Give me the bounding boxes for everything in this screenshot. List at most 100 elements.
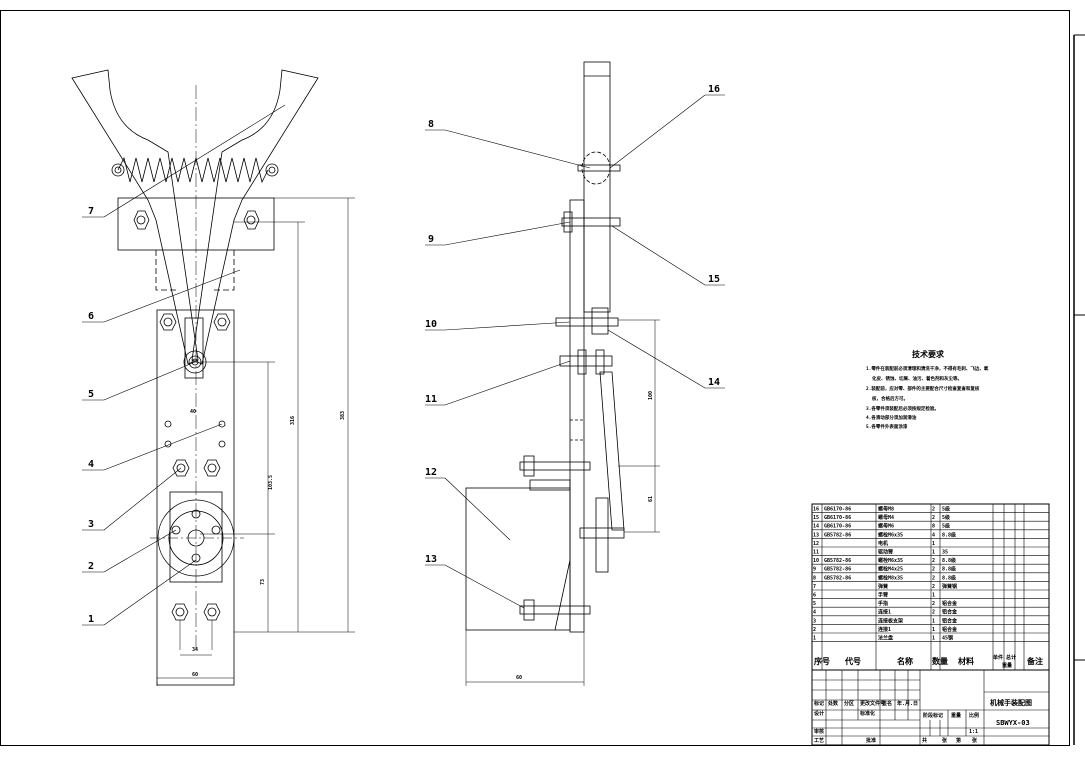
spring-7 (117, 156, 269, 184)
bom-cell: 手臂 (878, 592, 888, 599)
bom-header-material: 材料 (958, 656, 974, 666)
tb-scale: 1:1 (969, 729, 978, 735)
tb-sheets: 共 (922, 737, 927, 744)
bom-cell: GB6170-86 (824, 507, 851, 513)
balloon-10: 10 (425, 319, 437, 330)
bom-cell: GB6170-86 (824, 515, 851, 521)
balloon-8: 8 (428, 119, 434, 130)
title-block (811, 669, 1050, 746)
req-line-6: 4.各滑动部分须加润滑油 (866, 414, 917, 421)
bom-cell: 1 (932, 636, 935, 642)
tb-process: 工艺 (814, 737, 824, 744)
bom-cell: 1 (932, 593, 935, 599)
dim-316: 316 (290, 416, 296, 425)
dim-73: 73 (260, 579, 266, 585)
balloon-14: 14 (708, 377, 720, 388)
bom-cell: 铝合金 (942, 617, 958, 624)
side-balloons: 8 9 10 11 12 13 14 15 16 (425, 84, 720, 565)
front-dimensions: 40 103.5 316 383 73 34 60 (190, 409, 346, 678)
balloon-11: 11 (425, 394, 437, 405)
dim-34: 34 (192, 647, 198, 653)
bom-cell: 驱动臂 (878, 549, 893, 556)
side-arm (569, 199, 585, 633)
tb-sheet: 张 (942, 737, 948, 744)
req-line-1: 1.零件在装配前必须清理和清洗干净，不得有毛刺、飞边、氧 (866, 365, 989, 372)
balloon-13: 13 (425, 554, 437, 565)
req-line-5: 3.各零件须装配后必须按规定检验。 (866, 405, 939, 412)
tb-pages: 张 (972, 737, 978, 744)
bom-cell: 螺栓M4x25 (878, 566, 903, 573)
bom-cell: 2 (932, 558, 935, 564)
bom-cell: 2 (813, 627, 816, 633)
bom-header-code: 代号 (844, 656, 861, 666)
bom-cell: 4 (932, 532, 935, 538)
bom-cell: 2 (932, 567, 935, 573)
bom-cell: 螺母M4 (878, 514, 894, 521)
bom-cell: 45钢 (942, 635, 953, 642)
tb-of: 第 (956, 737, 961, 744)
dim-100: 100 (648, 391, 654, 400)
bom-cell: 螺母M8 (878, 506, 894, 513)
balloon-5: 5 (88, 389, 94, 400)
bom-cell: 3 (813, 618, 816, 624)
bom-cell: 2 (932, 584, 935, 590)
bom-cell: 1 (932, 627, 935, 633)
dim-383: 383 (340, 411, 346, 420)
bom-cell: GB5782-86 (824, 532, 851, 538)
tb-weight: 重量 (951, 712, 961, 719)
bom-cell: 法兰盘 (878, 635, 893, 642)
tb-zone: 分区 (844, 700, 854, 707)
bom-cell: 13 (813, 532, 819, 538)
dim-60-side: 60 (516, 675, 522, 681)
bom-cell: 5 (813, 601, 816, 607)
bom-cell: 2 (932, 601, 935, 607)
bom-header-remark: 备注 (1026, 656, 1043, 666)
bom-cell: GB6170-86 (824, 524, 851, 530)
bom-cell: 连接板支架 (878, 617, 903, 624)
dim-103-5: 103.5 (268, 475, 274, 490)
bom-cell: 8 (932, 524, 935, 530)
balloon-3: 3 (88, 519, 94, 530)
bom-cell: 35 (942, 550, 948, 556)
arm-body (156, 309, 235, 686)
drawing-title: 机械手装配图 (990, 698, 1032, 707)
bom-cell: 1 (932, 550, 935, 556)
bom-header-unit: 单件 (993, 654, 1003, 661)
bom-cell: 螺栓M6x35 (878, 531, 903, 538)
balloon-7: 7 (88, 206, 94, 217)
tb-doc: 更改文件号 (860, 700, 885, 707)
bom-cell: 15 (813, 515, 819, 521)
bom-cell: 螺栓M8x35 (878, 574, 903, 581)
req-line-3: 2.装配前，应对零、部件的主要配合尺寸检查复查和复核 (866, 385, 980, 392)
bom-cell: 8.8级 (942, 566, 956, 573)
tb-design: 设计 (814, 710, 824, 717)
drawing-code: SBWYX-03 (996, 719, 1030, 727)
bom-cell: 12 (813, 541, 819, 547)
balloon-6: 6 (88, 311, 94, 322)
drawing-frame (0, 10, 1070, 746)
bom-header-name: 名称 (897, 656, 913, 666)
req-line-4: 核，合格后方可。 (872, 395, 908, 402)
bom-header: 序号 代号 名称 数量 材料 单件 总计 重量 备注 (814, 654, 1043, 669)
bom-cell: 11 (813, 550, 819, 556)
bom-cell: GB5782-86 (824, 575, 851, 581)
balloon-12: 12 (425, 467, 437, 478)
bom-cell: 手指 (878, 600, 888, 607)
bom-cell: 1 (813, 636, 816, 642)
tb-approve: 批准 (866, 737, 876, 744)
bom-cell: 5级 (942, 506, 950, 513)
bom-cell: 2 (932, 575, 935, 581)
balloon-2: 2 (88, 561, 94, 572)
bom-cell: 8 (813, 575, 816, 581)
bom-cell: 螺栓M6x35 (878, 557, 903, 564)
tb-ratio: 比例 (969, 712, 979, 719)
bom-cell: 8.8级 (942, 574, 956, 581)
bom-cell: 螺母M6 (878, 523, 894, 530)
bom-cell: 铝合金 (942, 600, 958, 607)
tb-stage: 阶段标记 (923, 712, 943, 719)
bom-cell: 电机 (878, 540, 888, 547)
bom-cell: 弹簧钢 (942, 583, 957, 590)
